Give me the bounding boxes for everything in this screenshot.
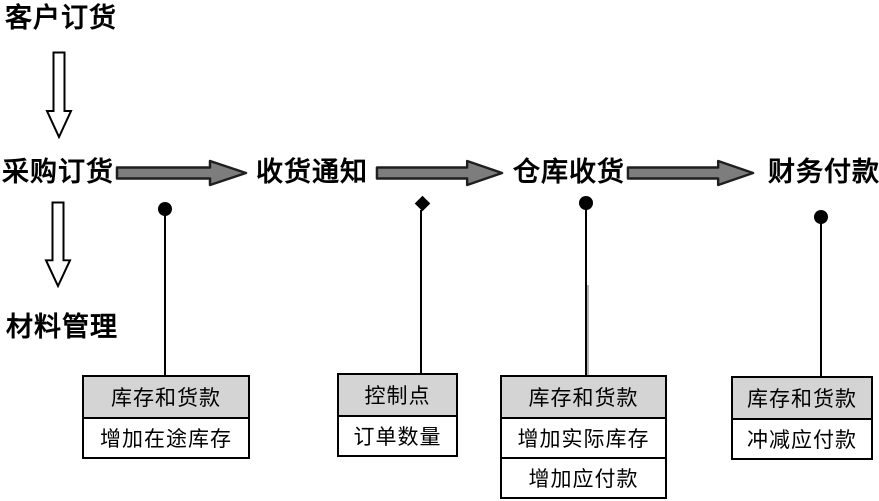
info-box-control-point: 控制点 订单数量 xyxy=(337,373,458,457)
info-box-finance-payment: 库存和货款 冲减应付款 xyxy=(731,376,873,460)
circle-connector-icon xyxy=(579,196,593,210)
flow-step-warehouse-receiving: 仓库收货 xyxy=(513,157,625,187)
flow-right-arrow-icon xyxy=(375,159,504,187)
info-box-purchase-order: 库存和货款 增加在途库存 xyxy=(82,375,250,459)
info-box-row: 增加应付款 xyxy=(528,468,639,491)
info-box-header: 库存和货款 xyxy=(733,378,871,420)
down-arrow-icon xyxy=(44,201,72,288)
connector-line xyxy=(420,210,422,373)
node-material-management: 材料管理 xyxy=(6,312,118,342)
info-box-row: 增加在途库存 xyxy=(100,428,232,451)
info-box-row: 订单数量 xyxy=(353,426,442,449)
circle-connector-icon xyxy=(814,210,828,224)
connector-line xyxy=(164,214,166,375)
info-box-row: 冲减应付款 xyxy=(747,429,857,452)
connector-line xyxy=(820,223,822,376)
flow-right-arrow-icon xyxy=(115,159,248,187)
diamond-connector-icon xyxy=(414,195,431,212)
circle-connector-icon xyxy=(158,202,172,216)
connector-line xyxy=(585,209,587,375)
connector-line-shadow xyxy=(587,285,589,375)
flow-step-receipt-notice: 收货通知 xyxy=(256,157,368,187)
info-box-row: 增加实际库存 xyxy=(502,419,665,459)
down-arrow-icon xyxy=(45,51,73,139)
info-box-header: 控制点 xyxy=(339,375,456,417)
info-box-warehouse-receiving: 库存和货款 增加实际库存 增加应付款 xyxy=(500,375,667,499)
flow-right-arrow-icon xyxy=(626,159,755,187)
info-box-header: 库存和货款 xyxy=(84,377,248,419)
flow-step-finance-payment: 财务付款 xyxy=(768,157,879,187)
node-customer-order: 客户订货 xyxy=(5,3,117,33)
flow-step-purchase-order: 采购订货 xyxy=(2,157,114,187)
info-box-header: 库存和货款 xyxy=(502,377,665,419)
